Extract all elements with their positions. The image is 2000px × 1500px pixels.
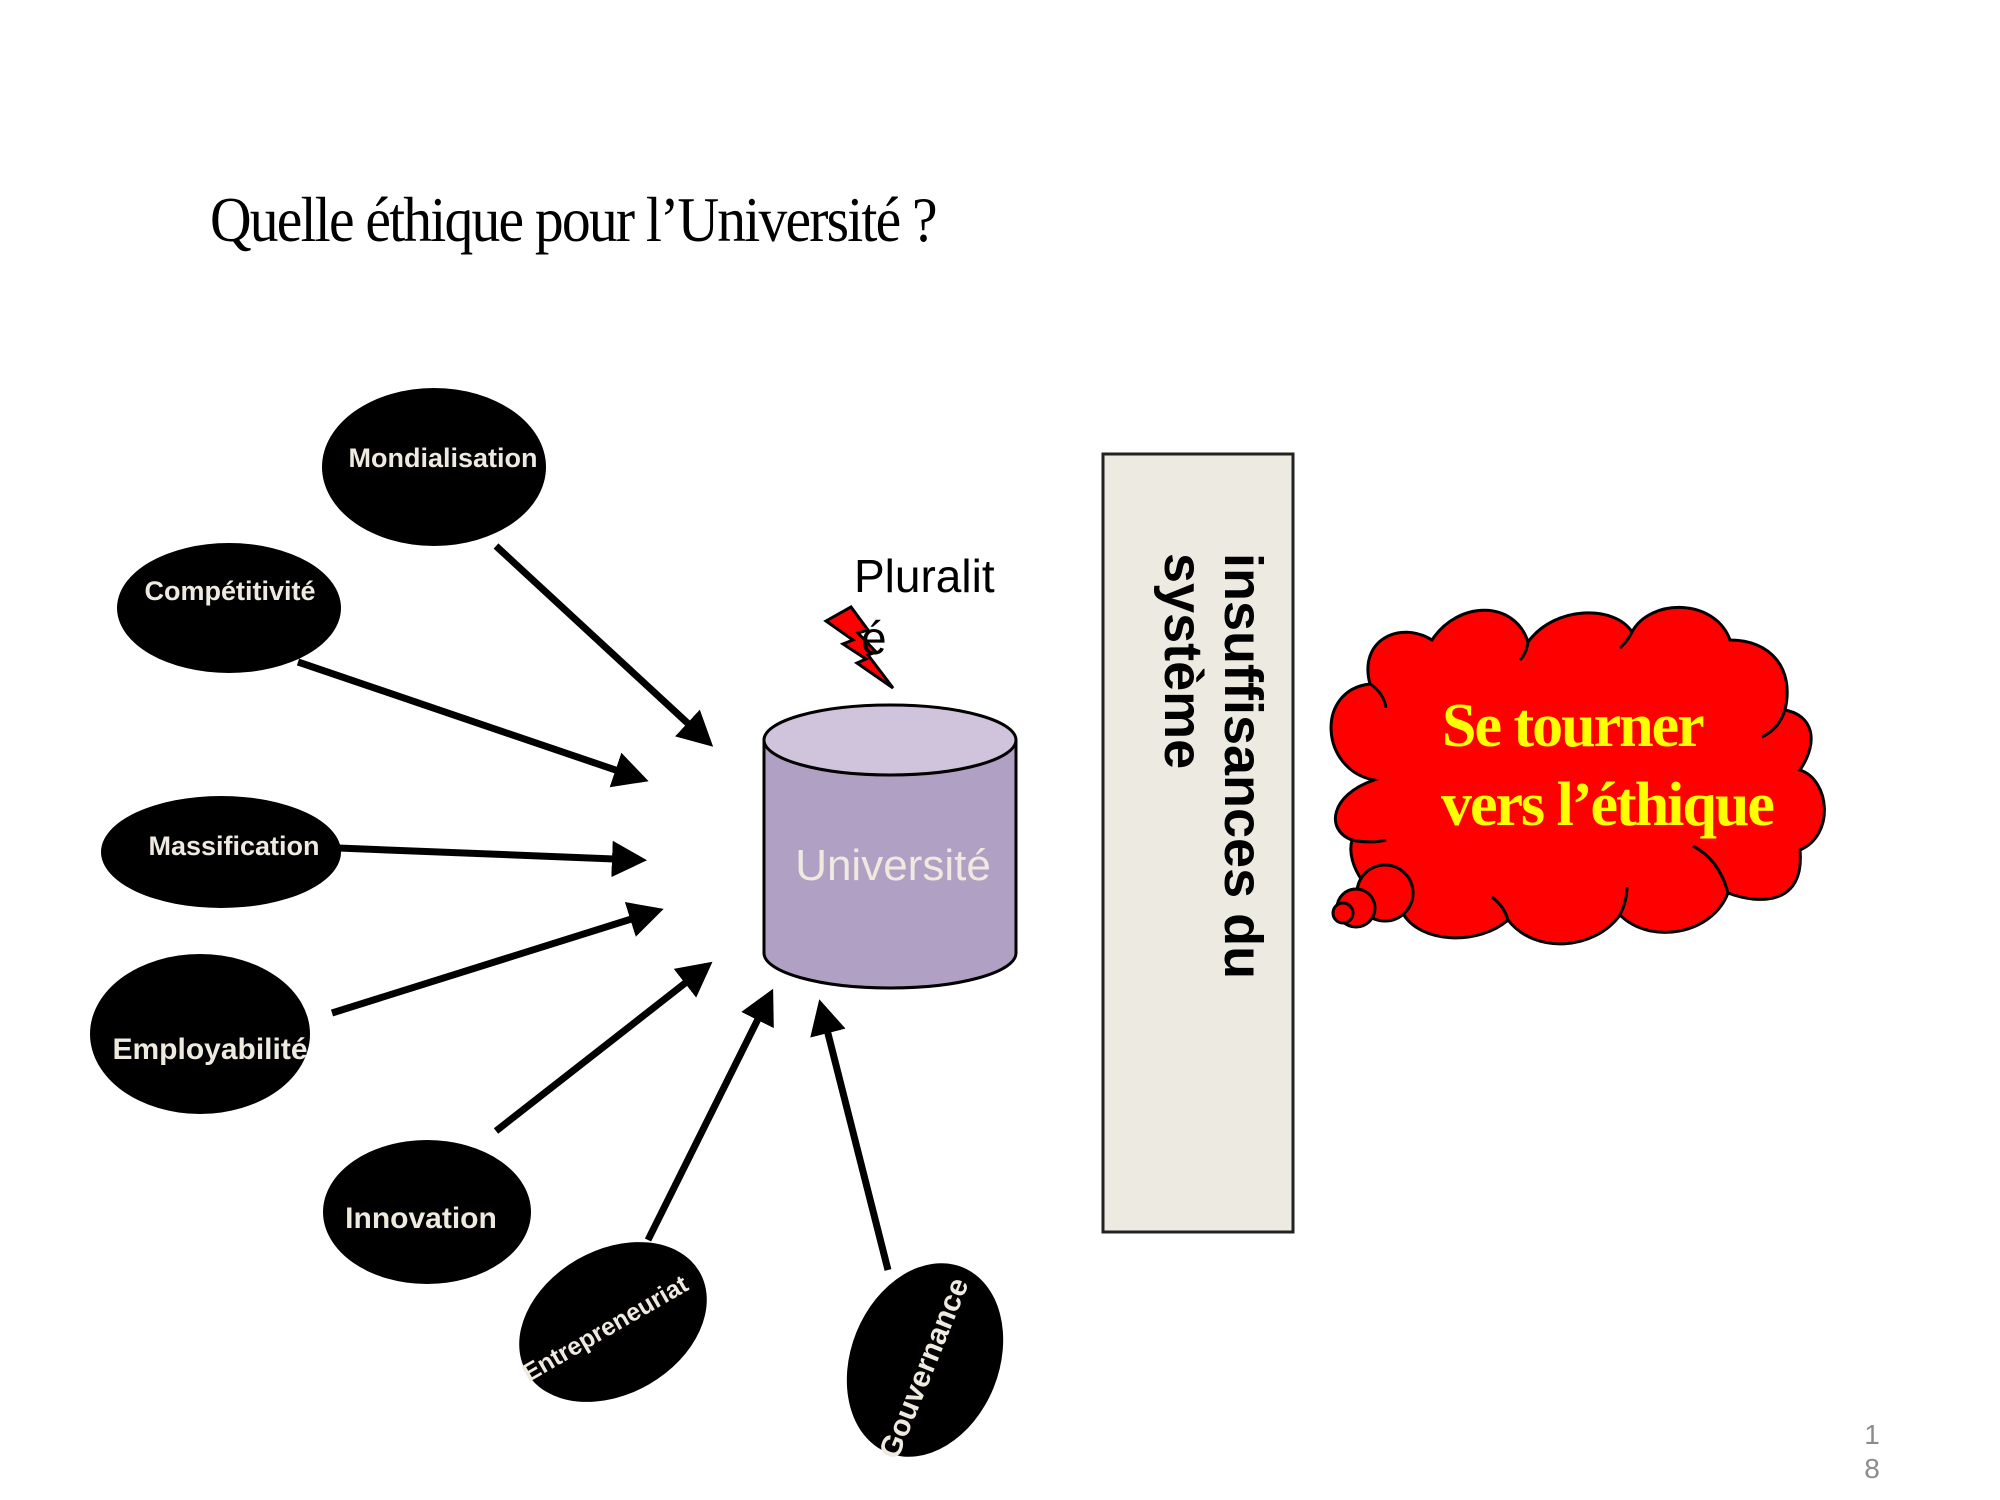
- arrow-gouvernance: [810, 999, 892, 1271]
- factor-entrepreneuriat: Entrepreneuriat: [518, 1242, 707, 1402]
- factor-gouvernance: Gouvernance: [846, 1263, 1004, 1463]
- cloud-shape: [1329, 605, 1826, 946]
- factor-competitivite: Compétitivité: [117, 543, 341, 673]
- cloud-line2: vers l’éthique: [1441, 771, 1773, 839]
- factor-label: Mondialisation: [349, 443, 538, 473]
- pluralite-annotation: Pluralit é: [823, 550, 995, 690]
- factor-label: Employabilité: [112, 1033, 307, 1066]
- arrow-massification: [337, 840, 647, 878]
- thought-bubble-small: [1331, 901, 1355, 925]
- arrows: [296, 543, 892, 1271]
- page-number: 18: [1864, 1419, 1880, 1484]
- insuffisances-line1: insuffisances du: [1213, 553, 1273, 979]
- factor-mondialisation: Mondialisation: [322, 388, 546, 546]
- arrow-innovation: [493, 961, 713, 1134]
- arrow-entrepreneuriat: [644, 988, 774, 1242]
- arrow-competitivite: [296, 658, 649, 788]
- universite-cylinder: Université: [762, 703, 1018, 990]
- factor-innovation: Innovation: [323, 1140, 531, 1284]
- thought-cloud: Se tourner vers l’éthique: [1329, 605, 1826, 946]
- arrow-mondialisation: [493, 543, 714, 747]
- factor-label: Massification: [148, 831, 319, 861]
- pluralite-text: Pluralit: [854, 550, 995, 602]
- lightning-bolt-icon: [823, 605, 895, 690]
- insuffisances-line2: système: [1153, 553, 1213, 769]
- insuffisances-box: insuffisances du système: [1101, 452, 1295, 1234]
- slide-title: Quelle éthique pour l’Université ?: [210, 184, 938, 255]
- factor-massification: Massification: [101, 796, 341, 908]
- universite-label: Université: [795, 841, 991, 890]
- factor-label: Compétitivité: [144, 576, 315, 606]
- arrow-employabilite: [330, 902, 664, 1017]
- cloud-line1: Se tourner: [1442, 692, 1704, 760]
- pluralite-text-overflow: é: [861, 612, 887, 664]
- factor-employabilite: Employabilité: [90, 954, 310, 1114]
- factor-label: Innovation: [345, 1202, 497, 1235]
